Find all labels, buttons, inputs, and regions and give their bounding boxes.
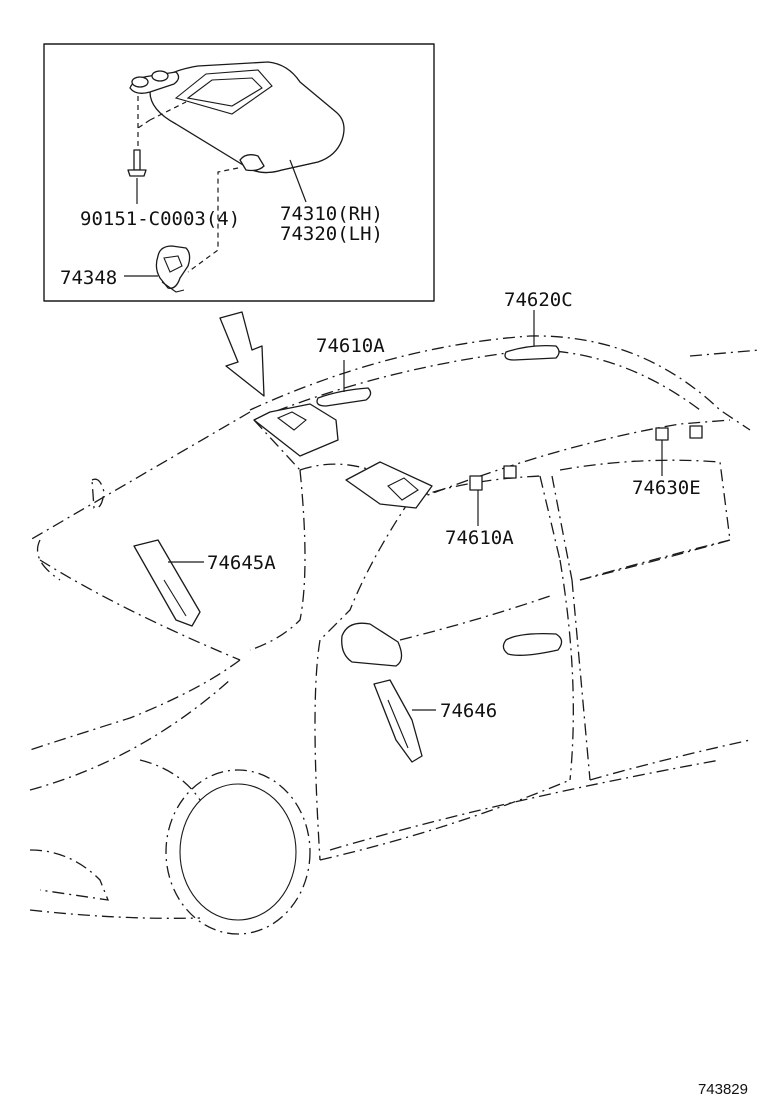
label-visor-lh: 74320(LH) (280, 223, 383, 245)
label-grip-front-2: 74610A (445, 527, 514, 549)
pointer-arrow (219, 311, 265, 397)
label-hook: 74630E (632, 477, 701, 499)
figure-reference: 743829 (698, 1081, 748, 1098)
label-pillar-right: 74646 (440, 700, 497, 722)
label-bolt: 90151-C0003(4) (80, 208, 240, 230)
label-grip-rear: 74620C (504, 289, 573, 311)
bolt-drawing (127, 149, 147, 177)
label-pillar-left: 74645A (207, 552, 276, 574)
visor-holder-drawing (155, 245, 191, 293)
sun-visor-drawing (129, 61, 345, 174)
label-visor-rh: 74310(RH) (280, 203, 383, 225)
label-grip-front: 74610A (316, 335, 385, 357)
label-visor-holder: 74348 (60, 267, 117, 289)
inset-frame (43, 43, 435, 302)
inset-sun-visor-detail: 90151-C0003(4) 74310(RH) 74320(LH) 74348 (43, 43, 435, 302)
car-body-drawing (29, 335, 760, 935)
